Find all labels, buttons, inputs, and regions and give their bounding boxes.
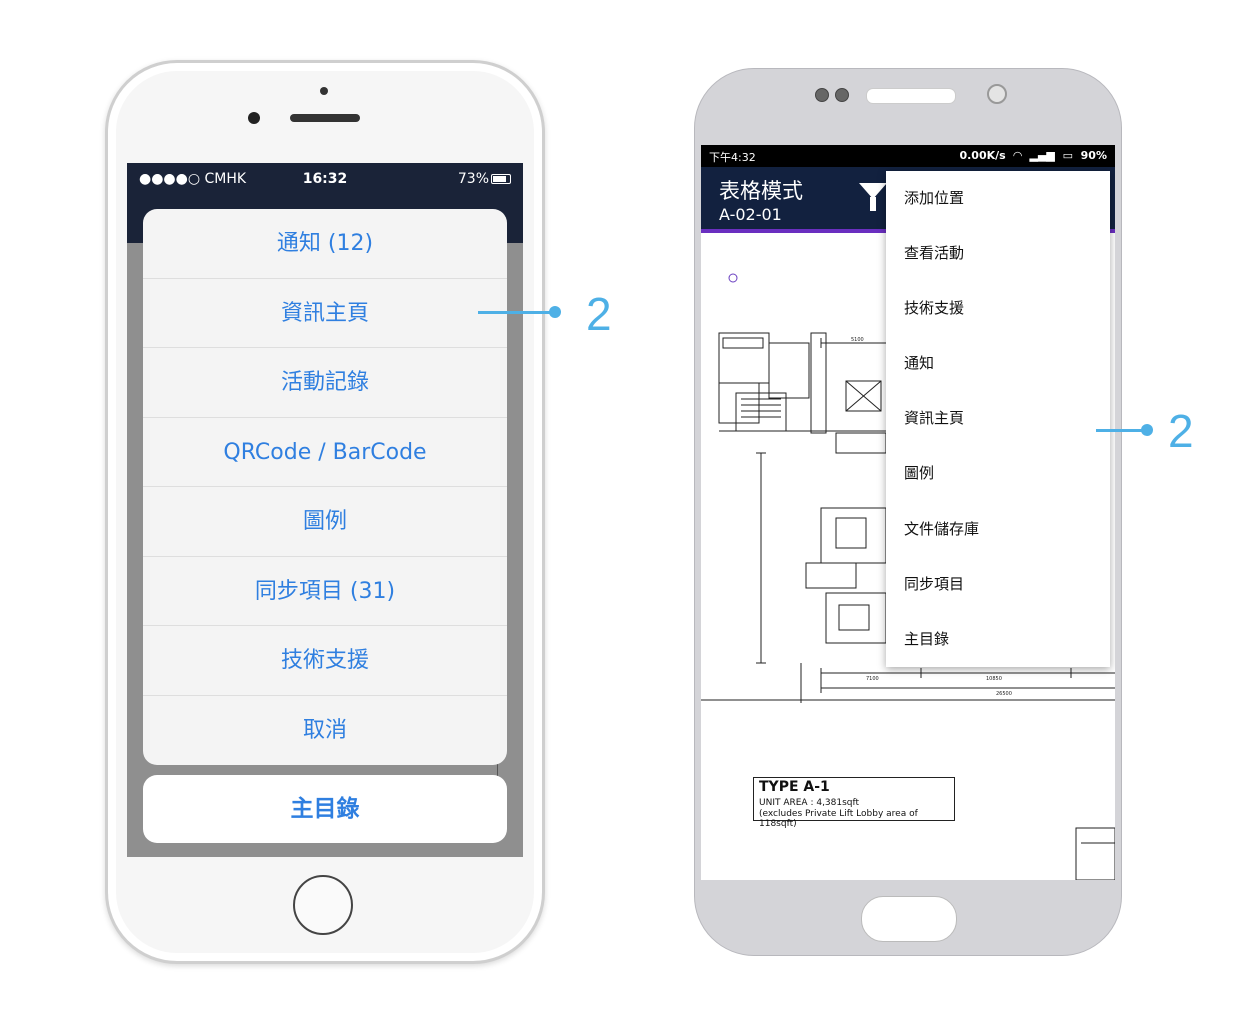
network-speed: 0.00K/s bbox=[959, 149, 1006, 162]
action-cancel[interactable]: 取消 bbox=[302, 717, 347, 743]
wifi-icon: ◠ bbox=[1009, 149, 1026, 162]
action-dashboard[interactable]: 資訊主頁 bbox=[143, 279, 507, 348]
action-sync-items[interactable]: 同步項目 (31) bbox=[143, 557, 507, 626]
battery-percent: 73% bbox=[457, 171, 489, 187]
status-time: 16:32 bbox=[302, 171, 348, 187]
menu-tech-support[interactable]: 技術支援 bbox=[904, 299, 965, 318]
android-battery-percent: 90% bbox=[1080, 149, 1107, 162]
page-title: 表格模式 bbox=[719, 179, 803, 203]
menu-document-repository[interactable]: 文件儲存庫 bbox=[904, 519, 980, 538]
action-notifications[interactable]: 通知 (12) bbox=[143, 209, 507, 279]
floor-plan[interactable]: 5100 7100 10850 26500 bbox=[701, 233, 1115, 880]
ios-status-bar: ●●●●○ CMHK 16:32 73% bbox=[127, 163, 523, 195]
unit-area: UNIT AREA : 4,381sqft bbox=[759, 798, 860, 808]
callout-number-left: 2 bbox=[586, 288, 612, 340]
action-sheet: 通知 (12) 資訊主頁 活動記錄 QRCode / BarCode 圖例 同步… bbox=[143, 209, 507, 765]
dim-label: 26500 bbox=[996, 691, 1012, 697]
battery-icon bbox=[491, 174, 511, 184]
signal-icon: ▂▄▆ bbox=[1029, 149, 1059, 162]
page-subtitle: A-02-01 bbox=[719, 205, 782, 224]
menu-sync-items[interactable]: 同步項目 bbox=[904, 574, 965, 593]
callout-line-right bbox=[1096, 429, 1146, 432]
android-screen: 下午4:32 0.00K/s ◠ ▂▄▆ ▭ 90% 表格模式 A-02-01 bbox=[701, 145, 1115, 880]
android-home-button[interactable] bbox=[861, 896, 957, 942]
callout-dot-right bbox=[1141, 424, 1153, 436]
overflow-menu: 添加位置 查看活動 技術支援 通知 資訊主頁 圖例 文件儲存庫 同步項目 主目錄 bbox=[886, 171, 1110, 667]
callout-dot-left bbox=[549, 306, 561, 318]
iphone-earpiece bbox=[290, 114, 360, 122]
android-status-bar: 下午4:32 0.00K/s ◠ ▂▄▆ ▭ 90% bbox=[701, 145, 1115, 167]
callout-number-right: 2 bbox=[1168, 405, 1194, 457]
menu-main-directory[interactable]: 主目錄 bbox=[904, 629, 950, 648]
action-activity-log[interactable]: 活動記錄 bbox=[143, 348, 507, 418]
unit-type-label: TYPE A-1 UNIT AREA : 4,381sqft (excludes… bbox=[753, 777, 955, 829]
android-status-time: 下午4:32 bbox=[709, 151, 756, 164]
menu-view-activity[interactable]: 查看活動 bbox=[904, 244, 965, 263]
dim-label: 7100 bbox=[866, 676, 879, 682]
iphone-screen: ●●●●○ CMHK 16:32 73% 通知 (12) 資訊主頁 活動記錄 Q… bbox=[127, 163, 523, 857]
android-sensor bbox=[815, 88, 829, 102]
menu-legend[interactable]: 圖例 bbox=[904, 464, 935, 483]
unit-area-note: (excludes Private Lift Lobby area of 118… bbox=[759, 809, 918, 829]
menu-dashboard[interactable]: 資訊主頁 bbox=[904, 409, 965, 428]
iphone-home-button[interactable] bbox=[293, 875, 353, 935]
dim-label: 10850 bbox=[986, 676, 1002, 682]
carrier-label: ●●●●○ CMHK bbox=[139, 171, 247, 187]
unit-type-title: TYPE A-1 bbox=[759, 779, 830, 795]
action-legend[interactable]: 圖例 bbox=[143, 487, 507, 557]
main-menu-button[interactable]: 主目錄 bbox=[143, 775, 507, 843]
action-tech-support[interactable]: 技術支援 bbox=[143, 626, 507, 696]
battery-icon: ▭ bbox=[1062, 149, 1077, 162]
iphone-sensor bbox=[320, 87, 328, 95]
android-camera bbox=[835, 88, 849, 102]
filter-icon[interactable] bbox=[859, 183, 887, 199]
menu-add-location[interactable]: 添加位置 bbox=[904, 189, 965, 207]
android-front-camera bbox=[987, 84, 1007, 104]
iphone-front-camera bbox=[248, 112, 260, 124]
menu-notifications[interactable]: 通知 bbox=[904, 354, 935, 373]
action-qrcode-barcode[interactable]: QRCode / BarCode bbox=[143, 418, 507, 487]
dim-label: 5100 bbox=[851, 337, 864, 343]
callout-line-left bbox=[478, 311, 554, 314]
android-earpiece bbox=[866, 88, 956, 104]
